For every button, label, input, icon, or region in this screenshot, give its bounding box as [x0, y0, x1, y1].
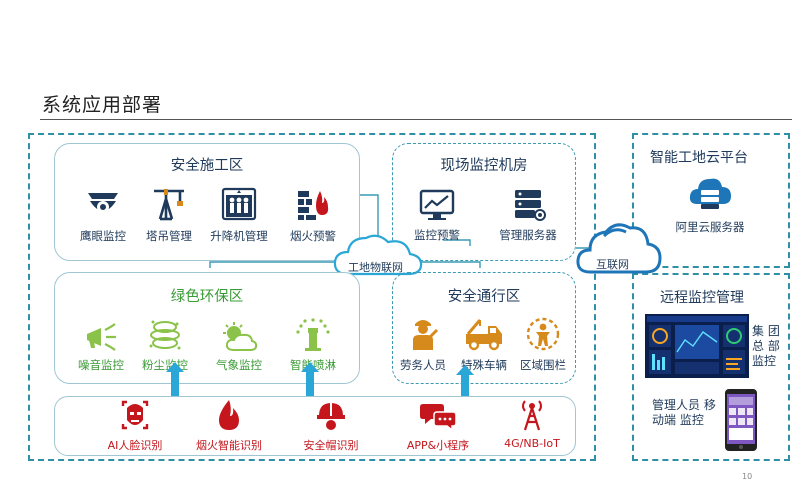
dust-icon [149, 320, 181, 350]
cloud-platform-item[interactable]: 阿里云服务器 [664, 174, 756, 235]
chat-bubbles-icon [420, 404, 457, 432]
green-item[interactable]: 粉尘监控 [134, 318, 196, 373]
monitor-room-zone: 现场监控机房 [392, 143, 576, 261]
deployment-frame [28, 133, 596, 461]
ai-item[interactable]: 4G/NB-IoT [494, 398, 570, 450]
ai-item[interactable]: 安全帽识别 [290, 398, 372, 453]
ai-recognition-row [54, 396, 576, 456]
up-arrow [301, 362, 319, 372]
iot-cloud-icon [333, 234, 423, 276]
up-arrow [461, 375, 469, 398]
internet-cloud-icon [576, 223, 662, 274]
up-arrow [171, 372, 179, 398]
fire-warning-icon [298, 191, 329, 220]
ai-item[interactable]: APP&小程序 [392, 400, 484, 453]
title-underline [40, 119, 792, 120]
zone-title: 安全通行区 [447, 289, 521, 305]
traffic-item[interactable]: 区域围栏 [514, 316, 572, 373]
elevator-icon [221, 187, 257, 221]
construction-item[interactable]: 烟火预警 [282, 185, 344, 244]
face-scan-icon [121, 400, 149, 430]
flame-icon [219, 400, 239, 430]
traffic-item[interactable]: 劳务人员 [394, 316, 452, 373]
construction-item[interactable]: 升降机管理 [202, 185, 276, 244]
zone-title: 绿色环保区 [170, 289, 244, 305]
up-arrow [306, 372, 314, 398]
mobile-label: 管理人员 移动端 监控 [652, 398, 716, 427]
monitor-room-item[interactable]: 监控预警 [402, 188, 472, 243]
iot-cloud-label: 工地物联网 [348, 261, 403, 274]
eagle-eye-camera-icon [88, 193, 118, 213]
up-arrow [166, 362, 184, 372]
up-arrow [456, 365, 474, 375]
group-hq-label: 集 团 总 部 监控 [752, 324, 780, 368]
cloud-server-icon [689, 178, 731, 209]
helmet-icon [317, 403, 345, 430]
cloud-platform-title: 智能工地云平台 [650, 150, 748, 166]
green-item[interactable]: 噪音监控 [70, 322, 132, 373]
cloud-platform-frame [632, 133, 790, 268]
traffic-zone: 安全通行区 [392, 272, 576, 384]
green-item[interactable]: 气象监控 [208, 322, 270, 373]
dashboard-screen-image [645, 314, 749, 378]
tow-truck-icon [466, 319, 502, 351]
zone-title: 安全施工区 [170, 158, 244, 174]
ai-item[interactable]: AI人脸识别 [94, 398, 176, 453]
mobile-phone-image [725, 389, 757, 451]
megaphone-icon [87, 323, 116, 351]
monitor-chart-icon [419, 189, 455, 220]
page-number: 10 [742, 472, 753, 481]
tower-crane-icon [154, 189, 184, 221]
remote-frame [632, 273, 790, 461]
sprinkler-icon [296, 318, 330, 351]
internet-cloud-label: 互联网 [596, 258, 629, 271]
construction-item[interactable]: 鹰眼监控 [72, 185, 134, 244]
monitor-room-item[interactable]: 管理服务器 [490, 188, 566, 243]
remote-title: 远程监控管理 [660, 290, 744, 306]
fence-person-icon [526, 317, 560, 351]
antenna-icon [522, 400, 542, 431]
worker-icon [413, 320, 439, 350]
page-title: 系统应用部署 [42, 94, 163, 116]
zone-title: 现场监控机房 [440, 158, 528, 174]
ai-item[interactable]: 烟火智能识别 [186, 398, 272, 453]
weather-icon [223, 322, 258, 351]
construction-item[interactable]: 塔吊管理 [138, 185, 200, 244]
server-icon [515, 190, 546, 221]
